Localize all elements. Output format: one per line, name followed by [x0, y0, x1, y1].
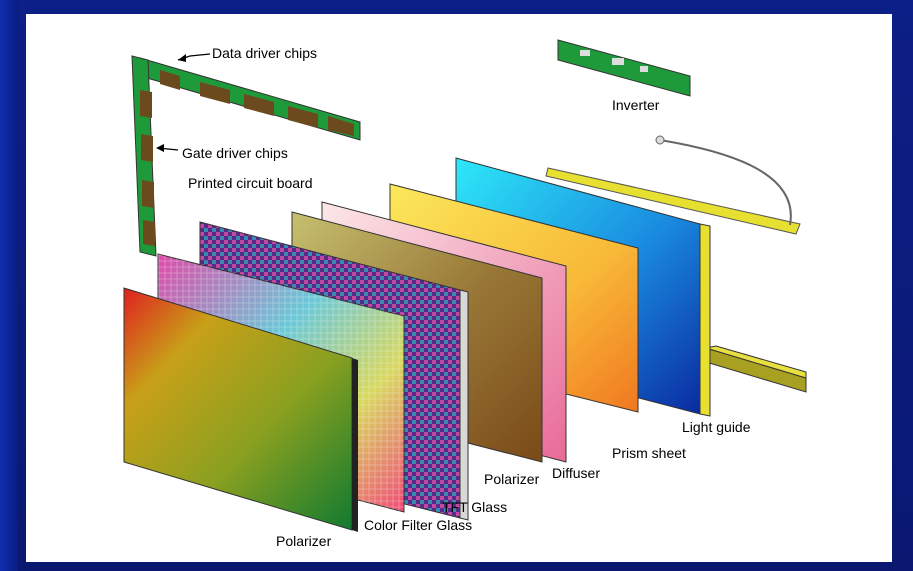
label-printed-circuit-board: Printed circuit board [188, 175, 313, 191]
label-color-filter-glass: Color Filter Glass [364, 517, 472, 533]
label-tft-glass: TFT Glass [442, 499, 507, 515]
label-data-driver-chips: Data driver chips [212, 45, 317, 61]
inverter-board [557, 39, 691, 97]
label-prism-sheet: Prism sheet [612, 445, 686, 461]
label-polarizer-back: Polarizer [484, 471, 540, 487]
polarizer-front-layer [123, 287, 358, 532]
label-polarizer-front: Polarizer [276, 533, 332, 549]
label-gate-driver-chips: Gate driver chips [182, 145, 288, 161]
label-diffuser: Diffuser [552, 465, 600, 481]
label-inverter: Inverter [612, 97, 660, 113]
gate-driver-pcb [131, 55, 157, 257]
data-driver-pcb [139, 57, 361, 141]
lamp-tube [545, 135, 801, 235]
lamp-reflector [705, 345, 807, 393]
label-light-guide: Light guide [682, 419, 751, 435]
arrow-gate [156, 144, 164, 152]
arrow-data [178, 54, 186, 62]
